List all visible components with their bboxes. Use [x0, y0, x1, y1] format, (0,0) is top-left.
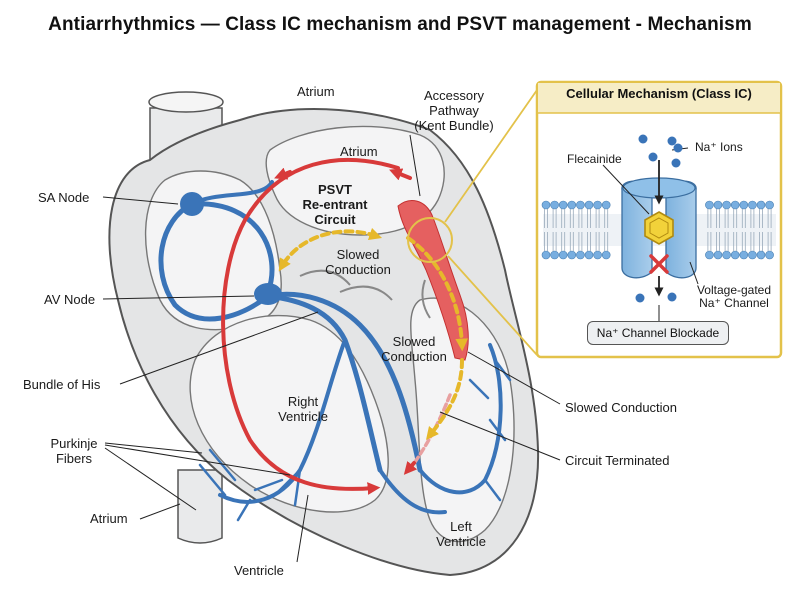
leader-lines	[102, 134, 561, 563]
lipid-tail	[741, 209, 746, 251]
lipid-tail	[552, 209, 557, 251]
lipid-head	[756, 200, 766, 210]
diagram-title: Antiarrhythmics — Class IC mechanism and…	[48, 14, 752, 35]
lipid-head	[730, 250, 740, 260]
lipid-head	[748, 200, 757, 210]
lipid-head	[739, 200, 749, 210]
lipid-head	[541, 200, 551, 210]
lipid-tail	[767, 209, 772, 251]
zoom-circle	[407, 217, 453, 263]
purkinje-fibers-label: Purkinje Fibers	[50, 436, 98, 466]
lipid-head	[601, 200, 611, 210]
lipid-tail	[604, 209, 609, 251]
na-ions-label: Na⁺ Ions	[695, 140, 743, 154]
lipid-head	[550, 250, 559, 260]
lipid-head	[730, 200, 740, 210]
cellular-mechanism-inset	[535, 80, 783, 359]
ventricle-label: Ventricle	[234, 563, 284, 578]
reentrant-circuit	[221, 157, 452, 495]
lipid-tail	[544, 209, 548, 251]
lipid-head	[739, 250, 749, 260]
atrium-top-label: Atrium	[297, 84, 335, 99]
lipid-head	[713, 250, 723, 260]
lipid-head	[722, 250, 731, 260]
sa-node	[180, 192, 204, 216]
lipid-head	[584, 250, 594, 260]
lipid-head	[576, 200, 585, 210]
circuit-terminated-label: Circuit Terminated	[565, 453, 670, 468]
lipid-head	[576, 250, 585, 260]
lipid-head	[756, 250, 766, 260]
slowed-conduction-upper-label: Slowed Conduction	[325, 247, 391, 277]
lipid-tail	[569, 209, 574, 251]
lipid-head	[593, 200, 602, 210]
lipid-tail	[716, 209, 720, 251]
lipid-head	[584, 200, 594, 210]
accessory-pathway-bundle	[397, 200, 469, 361]
atrium-bottom-label: Atrium	[90, 511, 128, 526]
lipid-head	[705, 250, 714, 260]
sa-node-label: SA Node	[38, 190, 90, 205]
lipid-tail	[724, 209, 729, 251]
lipid-head	[558, 250, 568, 260]
atrium-inner-label: Atrium	[340, 144, 378, 159]
lipid-tail	[733, 209, 738, 251]
bundle-of-his-label: Bundle of His	[23, 377, 101, 392]
sodium-ions	[635, 134, 683, 303]
lipid-head	[541, 250, 551, 260]
left-ventricle-label: Left Ventricle	[436, 519, 486, 549]
inset-title: Cellular Mechanism (Class IC)	[566, 86, 752, 101]
lipid-head	[558, 200, 568, 210]
voltage-gated-channel-label: Voltage-gated Na⁺ Channel	[696, 283, 772, 310]
lipid-head	[593, 250, 602, 260]
av-node	[254, 283, 282, 305]
lipid-head	[601, 250, 611, 260]
lipid-tail	[587, 209, 591, 251]
inferior-vena-cava	[177, 469, 223, 544]
right-ventricle-label: Right Ventricle	[278, 394, 328, 424]
slowed-conduction-mid-label: Slowed Conduction	[381, 334, 447, 364]
lipid-tail	[759, 209, 763, 251]
slowed-conduction-paths	[278, 227, 469, 440]
lipid-tail	[707, 209, 712, 251]
lipid-head	[705, 200, 714, 210]
lipid-tail	[595, 209, 600, 251]
lipid-head	[722, 200, 731, 210]
lipid-head	[713, 200, 723, 210]
psvt-circuit-label: PSVT Re-entrant Circuit	[302, 182, 368, 227]
lipid-tail	[561, 209, 566, 251]
conduction-system	[158, 180, 512, 522]
flecainide-molecule	[644, 211, 674, 245]
slowed-conduction-right-label: Slowed Conduction	[565, 400, 678, 415]
left-ventricle-chamber	[410, 297, 515, 543]
lipid-tail	[578, 209, 583, 251]
lipid-head	[765, 200, 774, 210]
block-cross-icon	[649, 254, 669, 274]
lipid-head	[765, 250, 774, 260]
accessory-pathway-label: Accessory Pathway (Kent Bundle)	[414, 88, 494, 133]
flecainide-label: Flecainide	[567, 152, 622, 166]
lipid-head	[550, 200, 559, 210]
lipid-head	[748, 250, 757, 260]
na-channel-blockade-badge: Na⁺ Channel Blockade	[587, 321, 729, 345]
lipid-tail	[750, 209, 755, 251]
av-node-label: AV Node	[44, 292, 96, 307]
lipid-head	[567, 250, 577, 260]
lipid-head	[567, 200, 577, 210]
